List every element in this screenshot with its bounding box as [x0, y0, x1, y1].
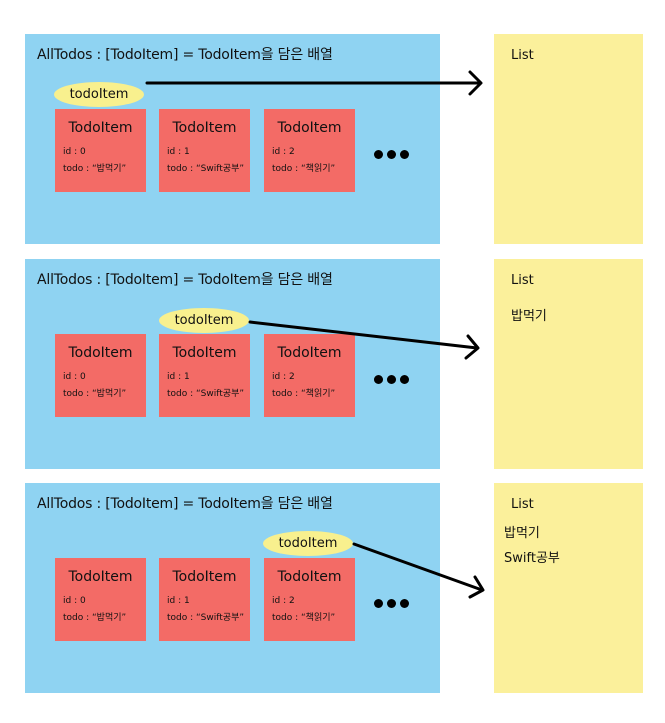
card-id: id : 1	[167, 372, 190, 382]
list-item: 밥먹기	[511, 309, 547, 324]
card-title: TodoItem	[277, 569, 342, 585]
card-id: id : 0	[63, 372, 86, 382]
list-panel-2: List 밥먹기	[494, 259, 643, 469]
card-id: id : 0	[63, 147, 86, 157]
card-id: id : 1	[167, 596, 190, 606]
list-panel-1: List	[494, 34, 643, 244]
arrowhead-icon	[468, 70, 483, 96]
more-items-ellipsis-icon	[374, 599, 410, 609]
card-todo: todo : “밥먹기”	[63, 389, 127, 399]
arrowhead-icon	[468, 575, 485, 599]
todo-item-card-0: TodoItem id : 0 todo : “밥먹기”	[55, 109, 146, 192]
card-id: id : 2	[272, 147, 295, 157]
card-title: TodoItem	[277, 345, 342, 361]
more-items-ellipsis-icon	[374, 150, 410, 160]
todo-item-card-2: TodoItem id : 2 todo : “책읽기”	[264, 109, 355, 192]
card-title: TodoItem	[68, 569, 133, 585]
array-panel-3: AllTodos : [TodoItem] = TodoItem을 담은 배열 …	[25, 483, 440, 693]
list-panel-3: List 밥먹기 Swift공부	[494, 483, 643, 693]
card-id: id : 2	[272, 372, 295, 382]
todo-item-card-2: TodoItem id : 2 todo : “책읽기”	[264, 334, 355, 417]
more-items-ellipsis-icon	[374, 375, 410, 385]
list-title: List	[511, 48, 534, 63]
list-item: 밥먹기	[504, 526, 540, 541]
card-todo: todo : “Swift공부”	[167, 613, 245, 623]
arrowhead-icon	[464, 334, 480, 360]
todo-item-pointer: todoItem	[54, 82, 144, 107]
card-todo: todo : “책읽기”	[272, 164, 336, 174]
list-item: Swift공부	[504, 551, 560, 566]
card-id: id : 1	[167, 147, 190, 157]
todo-item-card-1: TodoItem id : 1 todo : “Swift공부”	[159, 109, 250, 192]
card-todo: todo : “책읽기”	[272, 613, 336, 623]
card-todo: todo : “책읽기”	[272, 389, 336, 399]
card-title: TodoItem	[68, 120, 133, 136]
card-todo: todo : “밥먹기”	[63, 164, 127, 174]
card-todo: todo : “Swift공부”	[167, 389, 245, 399]
array-title: AllTodos : [TodoItem] = TodoItem을 담은 배열	[37, 496, 333, 512]
list-title: List	[511, 497, 534, 512]
array-title: AllTodos : [TodoItem] = TodoItem을 담은 배열	[37, 47, 333, 63]
todo-item-pointer: todoItem	[159, 308, 249, 333]
card-title: TodoItem	[277, 120, 342, 136]
todo-item-card-2: TodoItem id : 2 todo : “책읽기”	[264, 558, 355, 641]
card-title: TodoItem	[172, 345, 237, 361]
todo-item-card-0: TodoItem id : 0 todo : “밥먹기”	[55, 334, 146, 417]
todo-item-card-1: TodoItem id : 1 todo : “Swift공부”	[159, 334, 250, 417]
card-todo: todo : “밥먹기”	[63, 613, 127, 623]
card-id: id : 2	[272, 596, 295, 606]
card-id: id : 0	[63, 596, 86, 606]
todo-item-card-1: TodoItem id : 1 todo : “Swift공부”	[159, 558, 250, 641]
array-panel-2: AllTodos : [TodoItem] = TodoItem을 담은 배열 …	[25, 259, 440, 469]
card-todo: todo : “Swift공부”	[167, 164, 245, 174]
card-title: TodoItem	[68, 345, 133, 361]
todo-item-pointer: todoItem	[263, 531, 353, 556]
array-panel-1: AllTodos : [TodoItem] = TodoItem을 담은 배열 …	[25, 34, 440, 244]
card-title: TodoItem	[172, 120, 237, 136]
todo-item-card-0: TodoItem id : 0 todo : “밥먹기”	[55, 558, 146, 641]
array-title: AllTodos : [TodoItem] = TodoItem을 담은 배열	[37, 272, 333, 288]
list-title: List	[511, 273, 534, 288]
card-title: TodoItem	[172, 569, 237, 585]
